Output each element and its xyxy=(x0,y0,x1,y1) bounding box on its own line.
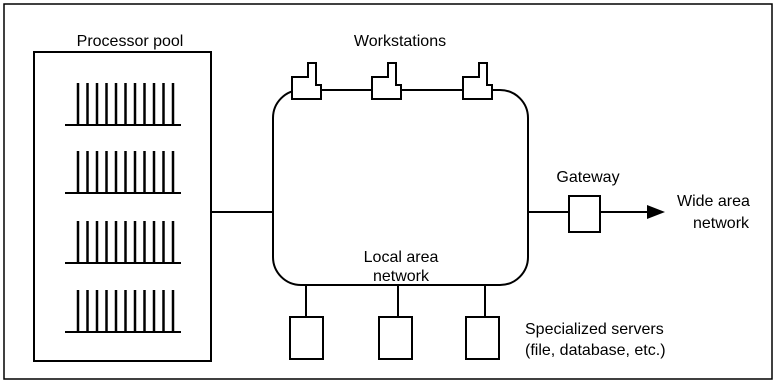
server-box xyxy=(465,316,500,360)
server-2 xyxy=(378,285,413,360)
processor-rack xyxy=(65,290,181,333)
wan-label-line2: network xyxy=(693,215,750,232)
servers-label-line1: Specialized servers xyxy=(525,321,664,338)
workstation-3 xyxy=(462,62,493,100)
processor-pool-box xyxy=(33,51,212,362)
server-box xyxy=(378,316,413,360)
outer-frame xyxy=(3,3,773,380)
workstation-icon xyxy=(462,62,493,100)
workstation-1 xyxy=(291,62,322,100)
gateway-box xyxy=(568,195,601,233)
workstation-2 xyxy=(371,62,402,100)
processor-racks xyxy=(65,83,181,333)
workstation-icon xyxy=(371,62,402,100)
lan-label-line1: Local area xyxy=(364,249,439,266)
servers-label-line2: (file, database, etc.) xyxy=(525,342,666,359)
server-1 xyxy=(289,285,324,360)
gateway-label: Gateway xyxy=(556,169,619,186)
wan-label-line1: Wide area xyxy=(677,193,750,210)
processor-rack xyxy=(65,83,181,126)
lan-label-line2: network xyxy=(373,268,430,285)
processor-rack xyxy=(65,151,181,194)
workstation-icon xyxy=(291,62,322,100)
processor-rack xyxy=(65,221,181,264)
server-box xyxy=(289,316,324,360)
wan-arrowhead xyxy=(647,205,665,219)
server-3 xyxy=(465,285,500,360)
workstations-label: Workstations xyxy=(354,33,446,50)
processor-pool-label: Processor pool xyxy=(77,33,184,50)
